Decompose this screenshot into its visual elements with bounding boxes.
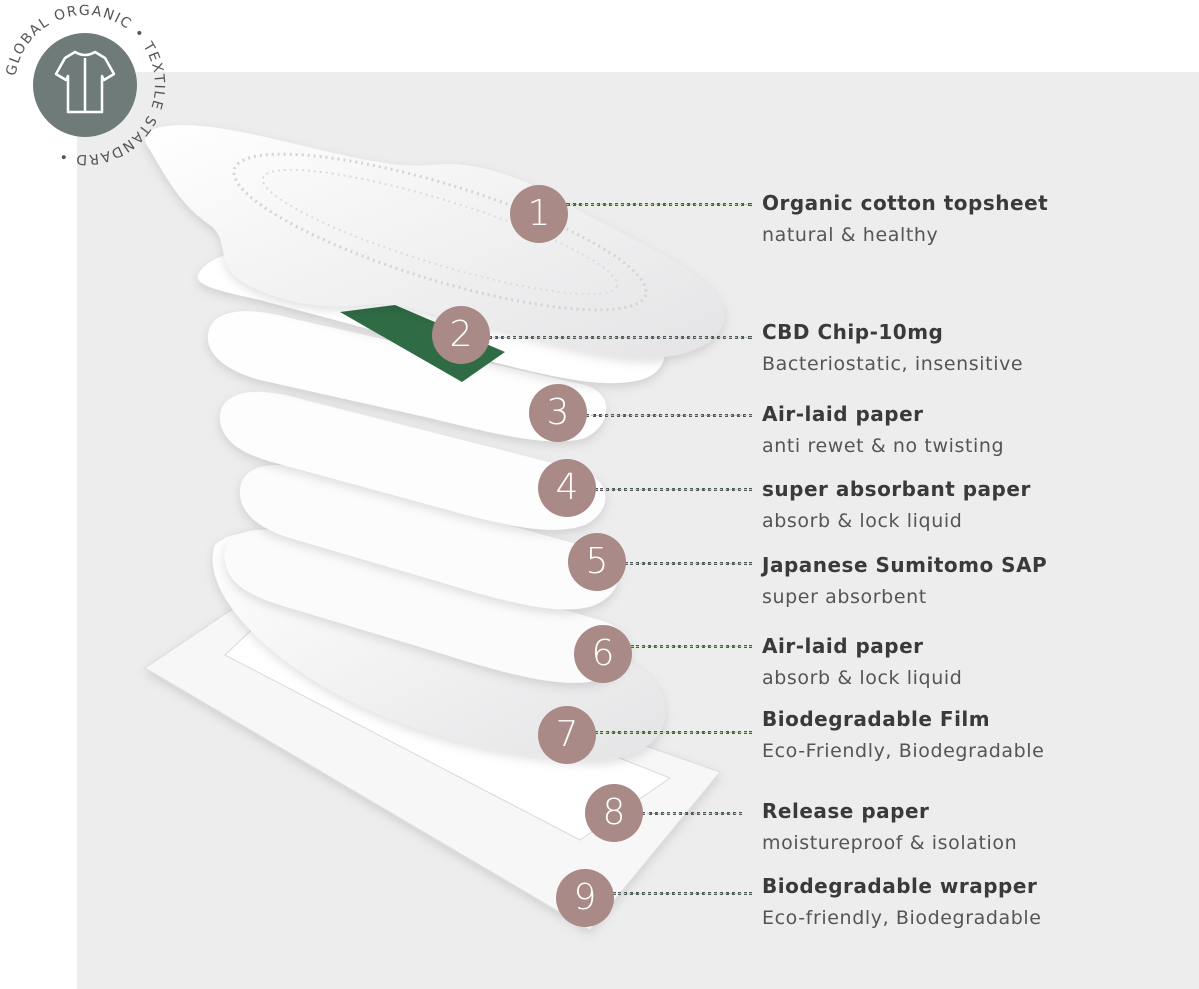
layer-5-sap-shape (239, 465, 619, 610)
layer-title: Air-laid paper (762, 634, 924, 658)
layer-4-absorbent-shape (219, 391, 606, 530)
layer-label-2: CBD Chip-10mg Bacteriostatic, insensitiv… (762, 319, 1023, 377)
layer-label-9: Biodegradable wrapper Eco-friendly, Biod… (762, 873, 1042, 931)
layer-desc: super absorbent (762, 586, 927, 608)
layer-marker-5: 5 (568, 533, 626, 591)
layer-desc: anti rewet & no twisting (762, 435, 1005, 457)
layer-1-topsheet-shape (145, 125, 725, 359)
leader-line-8 (642, 812, 742, 815)
leader-line-5 (625, 562, 752, 565)
layer-title: Organic cotton topsheet (762, 191, 1049, 215)
layer-title: Biodegradable wrapper (762, 874, 1038, 898)
layer-marker-3: 3 (529, 384, 587, 442)
layer-desc: Eco-friendly, Biodegradable (762, 907, 1042, 929)
layer-marker-1: 1 (510, 185, 568, 243)
leader-line-1 (566, 203, 752, 206)
layer-label-7: Biodegradable Film Eco-Friendly, Biodegr… (762, 706, 1044, 764)
layer-3-airlaid-shape (207, 311, 607, 442)
layer-label-3: Air-laid paper anti rewet & no twisting (762, 401, 1004, 459)
layer-marker-8: 8 (585, 784, 643, 842)
leader-line-6 (631, 645, 752, 648)
leader-line-2 (488, 336, 752, 339)
gots-badge: GLOBAL ORGANIC • TEXTILE STANDARD • (4, 3, 166, 167)
layer-marker-9: 9 (556, 869, 614, 927)
layer-desc: natural & healthy (762, 224, 939, 246)
layer-title: Biodegradable Film (762, 707, 991, 731)
layer-title: Air-laid paper (762, 402, 924, 426)
layer-label-4: super absorbant paper absorb & lock liqu… (762, 476, 1031, 534)
layer-marker-7: 7 (538, 706, 596, 764)
layer-desc: absorb & lock liquid (762, 667, 963, 689)
layer-label-8: Release paper moistureproof & isolation (762, 798, 1017, 856)
layer-title: Release paper (762, 799, 930, 823)
layer-label-6: Air-laid paper absorb & lock liquid (762, 633, 962, 691)
leader-line-9 (613, 892, 752, 895)
layer-label-5: Japanese Sumitomo SAP super absorbent (762, 552, 1047, 610)
leader-line-7 (595, 731, 752, 734)
layer-desc: Bacteriostatic, insensitive (762, 353, 1024, 375)
topsheet-inner-channel (261, 168, 619, 296)
layer-desc: absorb & lock liquid (762, 510, 963, 532)
layer-marker-2: 2 (432, 306, 490, 364)
layer-desc: moistureproof & isolation (762, 832, 1018, 854)
layer-marker-4: 4 (538, 459, 596, 517)
layer-label-1: Organic cotton topsheet natural & health… (762, 190, 1048, 248)
layer-6-airlaid-shape (224, 529, 630, 683)
leader-line-4 (595, 488, 752, 491)
layer-title: CBD Chip-10mg (762, 320, 944, 344)
shirt-icon (54, 50, 116, 114)
layer-title: Japanese Sumitomo SAP (762, 553, 1048, 577)
leader-line-3 (586, 414, 752, 417)
topsheet-channel (232, 152, 648, 312)
layer-desc: Eco-Friendly, Biodegradable (762, 740, 1045, 762)
layer-marker-6: 6 (574, 625, 632, 683)
layer-title: super absorbant paper (762, 477, 1031, 501)
